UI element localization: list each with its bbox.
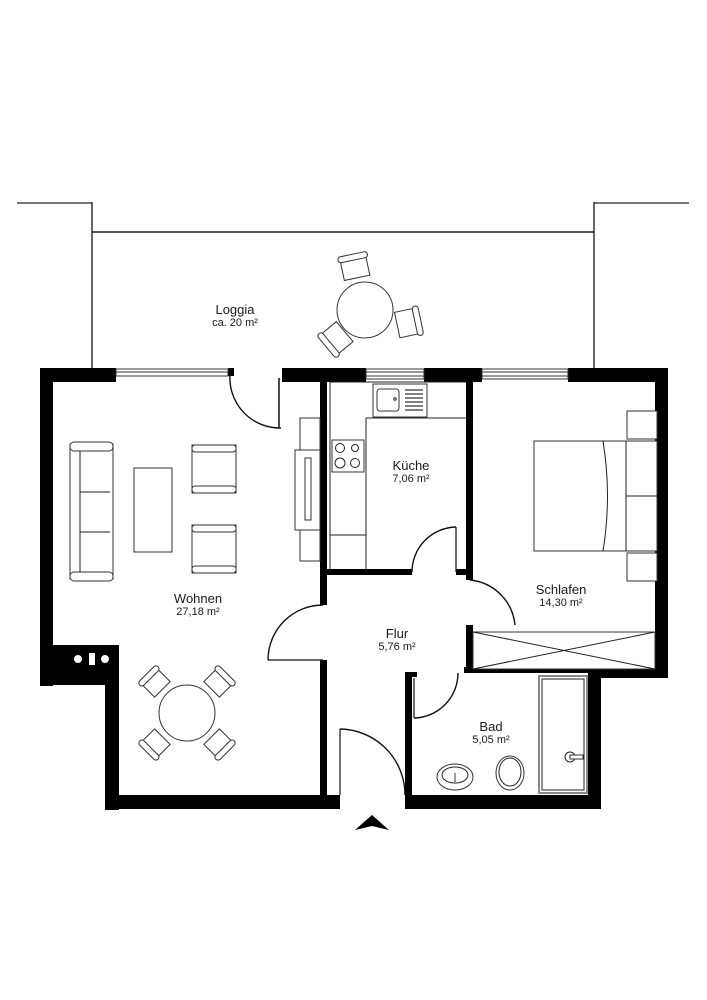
room-label-loggia: Loggia ca. 20 m² xyxy=(212,302,258,330)
kitchen-fixtures xyxy=(329,381,466,569)
dining-table-set xyxy=(138,665,236,761)
living-furniture xyxy=(69,417,321,582)
room-name: Wohnen xyxy=(173,591,223,606)
room-label-bad: Bad 5,05 m² xyxy=(472,719,509,747)
room-name: Flur xyxy=(385,626,409,641)
bath-fixtures xyxy=(436,675,588,794)
room-name: Schlafen xyxy=(535,582,587,597)
room-area: 14,30 m² xyxy=(539,597,583,609)
room-area: 7,06 m² xyxy=(392,473,430,485)
doors xyxy=(229,374,516,796)
entrance-arrow-icon xyxy=(355,815,389,830)
room-label-schlafen: Schlafen 14,30 m² xyxy=(536,582,587,610)
railing-left xyxy=(17,202,93,370)
windows xyxy=(115,368,569,380)
room-label-kueche: Küche 7,06 m² xyxy=(392,458,429,486)
room-area: 5,05 m² xyxy=(472,734,510,746)
railing-right xyxy=(593,202,689,375)
loggia-table-set xyxy=(317,251,424,358)
bedroom-furniture xyxy=(472,410,658,670)
room-area: 5,76 m² xyxy=(378,641,416,653)
room-area: 27,18 m² xyxy=(176,606,220,618)
room-name: Küche xyxy=(392,458,430,473)
room-name: Loggia xyxy=(215,302,255,317)
room-label-flur: Flur 5,76 m² xyxy=(378,626,415,654)
room-label-wohnen: Wohnen 27,18 m² xyxy=(174,591,222,619)
walls xyxy=(40,368,668,810)
room-name: Bad xyxy=(479,719,503,734)
room-area: ca. 20 m² xyxy=(212,317,258,329)
utility-shaft xyxy=(74,653,109,665)
